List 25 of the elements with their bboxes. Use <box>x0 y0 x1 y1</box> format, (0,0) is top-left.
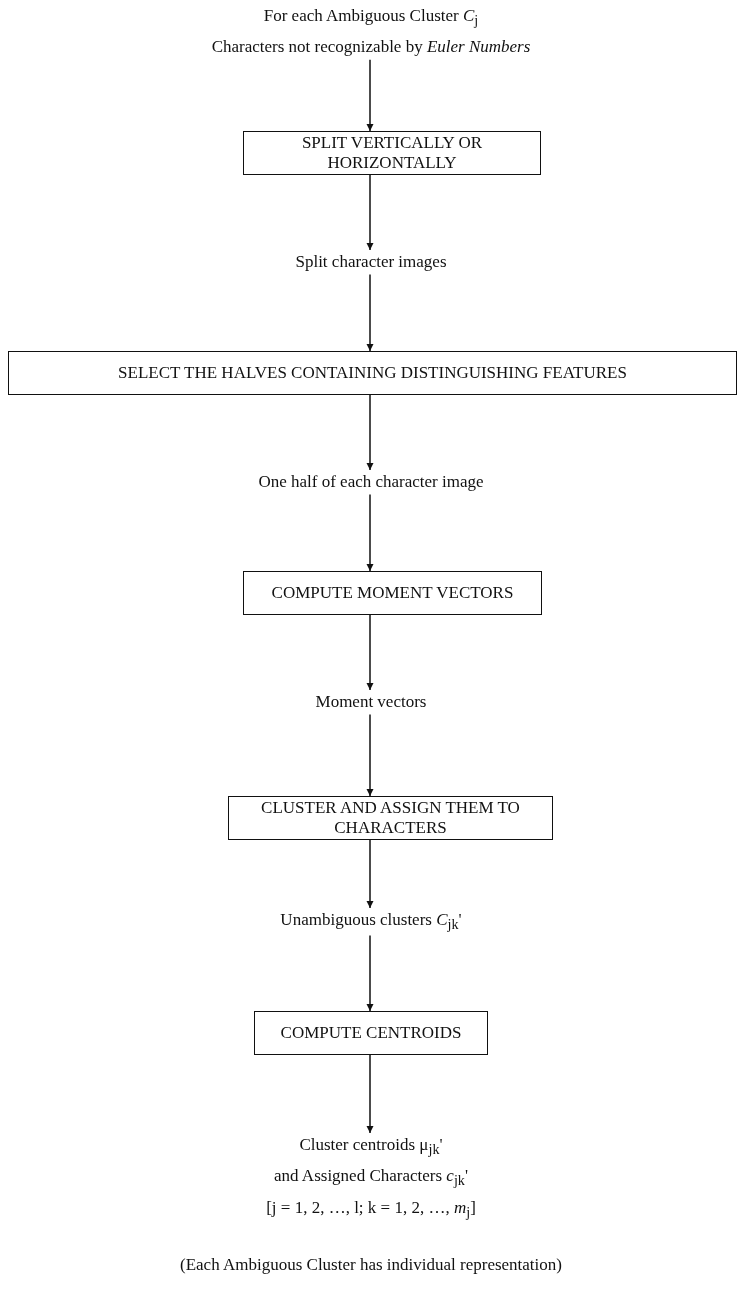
arrow <box>366 59 374 132</box>
flow-text: Unambiguous clusters C$_{jk}$' <box>280 910 462 934</box>
process-box: SPLIT VERTICALLY OR HORIZONTALLY <box>243 131 541 175</box>
flow-text: and Assigned Characters c$_{jk}$' <box>274 1166 468 1190</box>
arrow <box>366 273 374 352</box>
flow-text: Split character images <box>295 252 447 273</box>
arrow <box>366 713 374 797</box>
arrow <box>366 174 374 251</box>
process-box: CLUSTER AND ASSIGN THEM TO CHARACTERS <box>228 796 553 840</box>
arrow <box>366 394 374 471</box>
flow-text: Moment vectors <box>315 692 427 713</box>
arrow <box>366 493 374 572</box>
flow-text: [j = 1, 2, …, l; k = 1, 2, …, m$_{j}$] <box>266 1197 476 1222</box>
note-text: (Each Ambiguous Cluster has individual representation) <box>179 1255 563 1275</box>
flow-text: Cluster centroids μ$_{jk}$' <box>299 1135 443 1159</box>
process-box: COMPUTE MOMENT VECTORS <box>243 571 542 615</box>
arrow <box>366 1054 374 1134</box>
flow-text: For each Ambiguous Cluster C$_{j}$ <box>263 6 479 30</box>
arrow <box>366 839 374 909</box>
process-box: COMPUTE CENTROIDS <box>254 1011 488 1055</box>
flow-text: One half of each character image <box>258 472 484 493</box>
process-box: SELECT THE HALVES CONTAINING DISTINGUISHING FEATURES <box>8 351 737 395</box>
arrow <box>366 614 374 691</box>
arrow <box>366 934 374 1012</box>
flow-text: Characters not recognizable by Euler Numbers <box>211 37 531 58</box>
